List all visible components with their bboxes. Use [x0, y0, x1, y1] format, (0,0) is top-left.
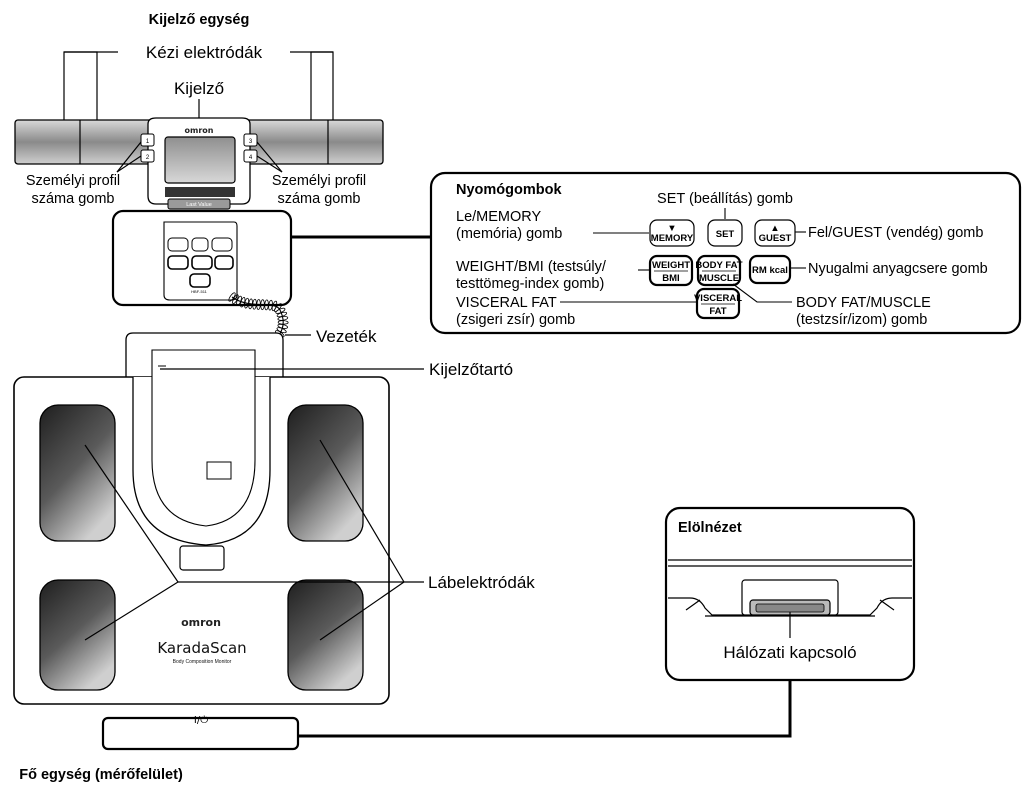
- lcd-screen: [164, 136, 236, 184]
- profile-button-3[interactable]: [243, 133, 258, 147]
- body-fat-label: BODY FAT: [695, 260, 742, 271]
- guest-arrow: ▲: [770, 223, 779, 234]
- rm-kcal-label: RM kcal: [752, 265, 788, 276]
- profile-left-line1: Személyi profil: [26, 173, 120, 189]
- cable-coil: [256, 299, 261, 310]
- visceral-desc-1: VISCERAL FAT: [456, 295, 557, 311]
- scale-brand: omron: [181, 616, 221, 629]
- svg-text:HBF-511: HBF-511: [191, 289, 207, 294]
- display-label: Kijelző: [174, 79, 224, 98]
- last-value-bar: [167, 198, 231, 210]
- display-holder-inner: [151, 349, 256, 527]
- guest-button-label: GUEST: [759, 233, 792, 244]
- display-brand: omron: [185, 126, 214, 135]
- foot-electrode-front-left: [39, 404, 116, 542]
- rm-kcal-button[interactable]: [748, 254, 792, 285]
- weight-desc-2: testtömeg-index gomb): [456, 276, 604, 292]
- profile-right-line1: Személyi profil: [272, 173, 366, 189]
- guest-button[interactable]: [754, 219, 796, 247]
- front-view-title: Elölnézet: [678, 520, 742, 536]
- profile-button-1[interactable]: [140, 133, 155, 147]
- display-unit: omron 1 2 3 4 Last Value: [14, 117, 384, 210]
- profile-1-num: 1: [146, 139, 150, 145]
- memory-button[interactable]: [649, 219, 695, 247]
- power-switch-highlight[interactable]: [101, 716, 300, 751]
- display-unit-title: Kijelző egység: [149, 12, 250, 28]
- profile-left-line2: száma gomb: [31, 191, 114, 207]
- profile-callouts: [116, 141, 283, 173]
- memory-arrow: ▼: [667, 223, 676, 234]
- fat-label: FAT: [709, 306, 726, 317]
- profile-2-num: 2: [146, 155, 150, 161]
- weight-label: WEIGHT: [652, 260, 690, 271]
- weight-bmi-button[interactable]: [648, 254, 694, 287]
- set-button[interactable]: [707, 219, 743, 247]
- foot-electrode-back-right: [287, 579, 364, 691]
- cable-label: Vezeték: [316, 327, 377, 346]
- cable-coil: [274, 303, 283, 312]
- power-switch-inner: [755, 603, 825, 613]
- buttons-box-title: Nyomógombok: [456, 182, 562, 198]
- last-value-text: Last Value: [186, 202, 212, 208]
- power-symbol: I/⏻: [194, 715, 208, 726]
- hand-electrodes-callout: [63, 51, 334, 120]
- weight-window: [179, 545, 225, 571]
- foot-electrode-back-left: [39, 579, 116, 691]
- foot-electrodes-label: Lábelektródák: [428, 573, 535, 592]
- scale-product-sub: Body Composition Monitor: [173, 659, 232, 665]
- power-connector-line: [298, 680, 792, 738]
- cable-coil: [248, 298, 253, 310]
- body-fat-muscle-button[interactable]: [696, 254, 742, 287]
- bmi-label: BMI: [662, 273, 679, 284]
- up-desc: Fel/GUEST (vendég) gomb: [808, 225, 983, 241]
- muscle-label: MUSCLE: [699, 273, 739, 284]
- power-switch-label: Hálózati kapcsoló: [723, 643, 856, 662]
- down-desc-2: (memória) gomb: [456, 226, 562, 242]
- visceral-label: VISCERAL: [694, 293, 742, 304]
- foot-electrode-front-right: [287, 404, 364, 542]
- scale-product-name: KaradaScan: [157, 639, 246, 657]
- hand-electrodes-label: Kézi elektródák: [146, 43, 263, 62]
- visceral-fat-button[interactable]: [695, 287, 741, 320]
- weight-desc-1: WEIGHT/BMI (testsúly/: [456, 259, 607, 275]
- lcd-keys-strip: [165, 187, 235, 197]
- main-unit: omron KaradaScan Body Composition Monito…: [13, 332, 390, 726]
- main-unit-title: Fő egység (mérőfelület): [19, 767, 183, 783]
- cable-coil: [244, 297, 250, 309]
- buttons-box: [429, 171, 1022, 335]
- profile-right-line2: száma gomb: [277, 191, 360, 207]
- foot-electrode-leaders: [84, 439, 424, 641]
- bodyfat-desc-2: (testzsír/izom) gomb: [796, 312, 927, 328]
- mini-button-cluster: HBF-511: [163, 221, 238, 301]
- down-desc-1: Le/MEMORY: [456, 209, 541, 225]
- set-button-label: SET: [716, 229, 735, 240]
- profile-3-num: 3: [249, 139, 253, 145]
- cable-coil: [252, 298, 257, 310]
- set-desc: SET (beállítás) gomb: [657, 191, 793, 207]
- profile-4-num: 4: [249, 155, 253, 161]
- display-holder-label: Kijelzőtartó: [429, 360, 513, 379]
- bodyfat-desc-1: BODY FAT/MUSCLE: [796, 295, 931, 311]
- rm-desc: Nyugalmi anyagcsere gomb: [808, 261, 988, 277]
- visceral-desc-2: (zsigeri zsír) gomb: [456, 312, 575, 328]
- memory-button-label: MEMORY: [651, 233, 694, 244]
